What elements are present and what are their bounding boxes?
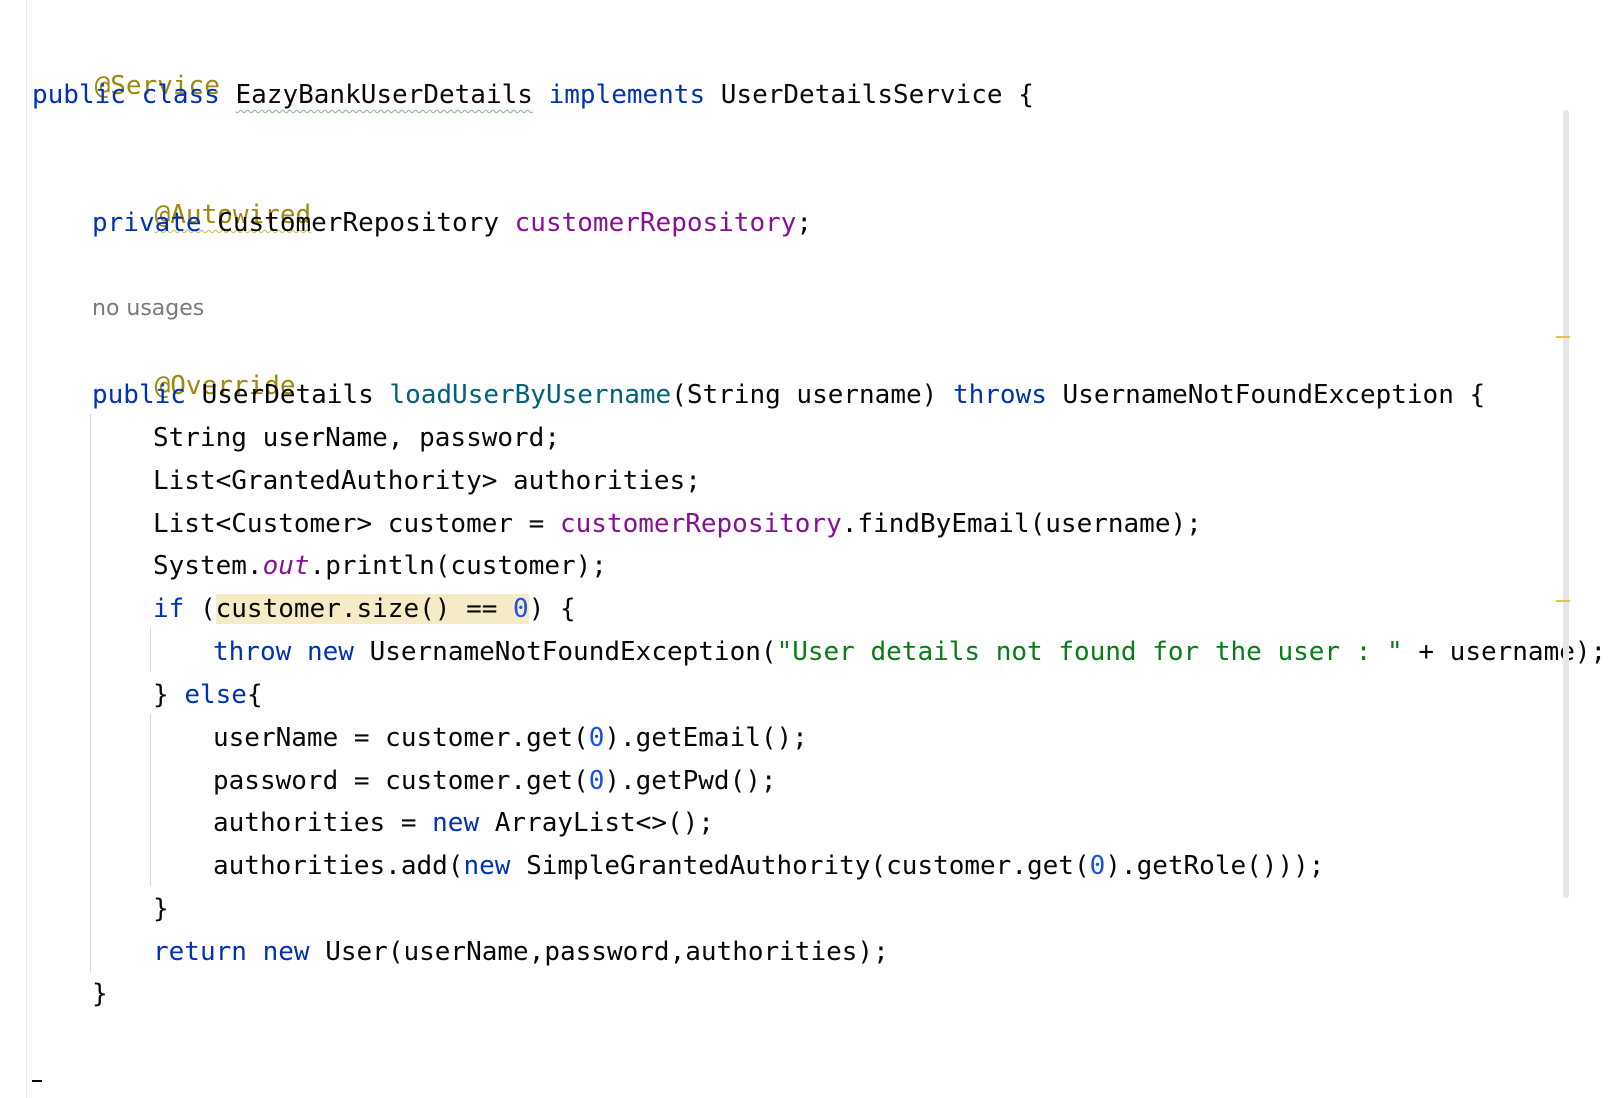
close-brace: } [153, 680, 185, 710]
annotation-override: @Override [154, 371, 296, 401]
keyword-else: else [184, 680, 247, 710]
exception-decl: UsernameNotFoundException { [1062, 380, 1486, 410]
keyword-public-class: public class [32, 80, 220, 110]
field-name: customerRepository [514, 208, 797, 238]
get-email-call: ).getEmail(); [604, 723, 808, 753]
indent-guide [150, 628, 151, 672]
customer-declaration: List<Customer> customer = [153, 509, 560, 539]
indent-guide [90, 414, 91, 972]
number-literal: 0 [1089, 851, 1106, 881]
code-line[interactable]: } else{ [153, 678, 263, 712]
exception-constructor: UsernameNotFoundException( [369, 637, 777, 667]
simple-authority-constructor: SimpleGrantedAuthority(customer.get( [526, 851, 1090, 881]
class-name: EazyBankUserDetails [235, 80, 533, 110]
username-assign: userName = customer.get( [213, 723, 589, 753]
static-field-out: out [262, 551, 310, 581]
code-line[interactable]: @Autowired [92, 164, 312, 230]
string-literal: "User details not found for the user : " [776, 637, 1403, 667]
if-close: ) { [528, 594, 576, 624]
method-name: loadUserByUsername [389, 380, 672, 410]
semicolon: ; [796, 208, 813, 238]
keyword-return: return [153, 937, 247, 967]
interface-name: UserDetailsService { [720, 80, 1034, 110]
code-line[interactable]: throw new UsernameNotFoundException("Use… [213, 635, 1606, 669]
open-brace: { [246, 680, 263, 710]
keyword-private: private [92, 208, 202, 238]
system-prefix: System. [153, 551, 263, 581]
keyword-if: if [153, 594, 185, 624]
find-by-email-call: .findByEmail(username); [841, 509, 1202, 539]
code-line[interactable]: if (customer.size() == 0) { [153, 592, 576, 626]
condition-text: customer.size() == [215, 594, 514, 624]
var-declaration: String userName, password; [153, 423, 560, 453]
warning-marker[interactable] [1556, 336, 1570, 338]
code-line[interactable]: public UserDetails loadUserByUsername(St… [92, 378, 1485, 412]
authorities-add: authorities.add( [213, 851, 464, 881]
code-line[interactable]: @Service [32, 35, 220, 101]
code-line[interactable]: private CustomerRepository customerRepos… [92, 206, 812, 240]
highlighted-condition: customer.size() == 0 [215, 594, 529, 624]
warning-marker[interactable] [1556, 600, 1570, 602]
code-line[interactable]: authorities = new ArrayList<>(); [213, 806, 714, 840]
code-line[interactable]: String userName, password; [153, 421, 560, 455]
close-brace: } [153, 894, 169, 924]
keyword-throw: throw [213, 637, 292, 667]
get-role-call: ).getRole())); [1105, 851, 1325, 881]
number-literal: 0 [588, 723, 605, 753]
authorities-assign: authorities = [213, 808, 433, 838]
arraylist-constructor: ArrayList<>(); [494, 808, 714, 838]
code-line[interactable]: password = customer.get(0).getPwd(); [213, 764, 777, 798]
indent-guide [150, 714, 151, 886]
keyword-public: public [92, 380, 186, 410]
authorities-declaration: List<GrantedAuthority> authorities; [153, 466, 701, 496]
no-usages-hint[interactable]: no usages [92, 296, 205, 321]
concat-username: + username); [1402, 637, 1607, 667]
number-literal: 0 [513, 594, 529, 624]
code-line[interactable]: List<GrantedAuthority> authorities; [153, 464, 701, 498]
close-brace: } [92, 979, 108, 1009]
if-open: ( [184, 594, 216, 624]
method-params: (String username) [671, 380, 938, 410]
number-literal: 0 [588, 766, 605, 796]
println-call: .println(customer); [309, 551, 607, 581]
code-line[interactable]: List<Customer> customer = customerReposi… [153, 507, 1202, 541]
password-assign: password = customer.get( [213, 766, 589, 796]
code-line[interactable]: System.out.println(customer); [153, 549, 607, 583]
keyword-new: new [306, 637, 354, 667]
keyword-new: new [432, 808, 480, 838]
annotation-autowired: @Autowired [154, 200, 312, 230]
gutter-separator [26, 0, 27, 1098]
partial-next-line [32, 1080, 42, 1082]
keyword-implements: implements [548, 80, 706, 110]
vertical-scrollbar[interactable] [1563, 110, 1569, 898]
code-line[interactable]: return new User(userName,password,author… [153, 935, 889, 969]
code-line[interactable]: public class EazyBankUserDetails impleme… [32, 78, 1034, 112]
repository-reference: customerRepository [560, 509, 842, 539]
return-type: UserDetails [201, 380, 374, 410]
user-constructor: User(userName,password,authorities); [325, 937, 889, 967]
code-line[interactable]: authorities.add(new SimpleGrantedAuthori… [213, 849, 1324, 883]
code-line[interactable]: @Override [92, 335, 296, 401]
field-type: CustomerRepository [217, 208, 499, 238]
code-line[interactable]: userName = customer.get(0).getEmail(); [213, 721, 808, 755]
code-line[interactable]: } [153, 892, 169, 926]
keyword-new: new [463, 851, 511, 881]
code-line[interactable]: } [92, 977, 108, 1011]
get-pwd-call: ).getPwd(); [604, 766, 777, 796]
annotation-service: @Service [94, 71, 220, 101]
keyword-new: new [262, 937, 310, 967]
keyword-throws: throws [952, 380, 1047, 410]
